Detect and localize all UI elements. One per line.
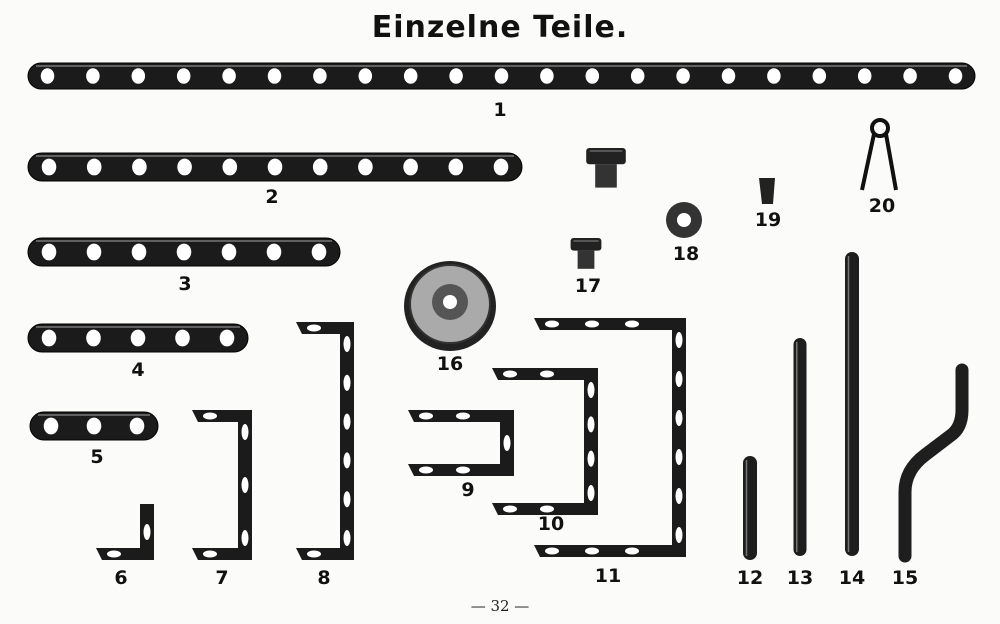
screw-part-top: [586, 148, 626, 188]
strip-part-3: [27, 237, 341, 267]
part-label-8: 8: [317, 567, 330, 589]
part-label-9: 9: [461, 479, 474, 501]
part-label-14: 14: [839, 567, 865, 589]
tweezers-part-20: [860, 118, 898, 191]
part-label-1: 1: [493, 99, 506, 121]
part-label-12: 12: [737, 567, 763, 589]
part-label-6: 6: [114, 567, 127, 589]
part-label-19: 19: [755, 209, 781, 231]
rod-part-13: [793, 338, 807, 556]
part-label-18: 18: [673, 243, 699, 265]
part-label-13: 13: [787, 567, 813, 589]
part-label-11: 11: [595, 565, 621, 587]
screw-part-17: [570, 238, 602, 269]
part-label-17: 17: [575, 275, 601, 297]
part-label-10: 10: [538, 513, 564, 535]
strip-part-5: [29, 411, 159, 441]
part-label-15: 15: [892, 567, 918, 589]
angle-bracket-part-10: [492, 368, 598, 515]
part-label-2: 2: [265, 186, 278, 208]
pulley-wheel-part-16: [404, 261, 496, 351]
angle-bracket-part-8: [296, 322, 354, 560]
part-label-20: 20: [869, 195, 895, 217]
strip-part-4: [27, 323, 249, 353]
bent-rod-part-15: [898, 363, 969, 563]
part-label-4: 4: [131, 359, 144, 381]
rod-part-14: [845, 252, 859, 556]
angle-bracket-part-7: [192, 410, 252, 560]
key-part-19: [759, 178, 775, 204]
angle-bracket-part-6: [96, 504, 154, 560]
part-label-7: 7: [215, 567, 228, 589]
strip-part-1: [27, 62, 976, 90]
angle-bracket-part-11: [534, 318, 686, 557]
page-title: Einzelne Teile.: [371, 10, 629, 45]
angle-bracket-part-9: [408, 410, 514, 476]
rod-part-12: [743, 456, 757, 560]
washer-part-18: [666, 202, 702, 238]
part-label-3: 3: [178, 273, 191, 295]
part-label-16: 16: [437, 353, 463, 375]
part-label-5: 5: [90, 446, 103, 468]
strip-part-2: [27, 152, 523, 182]
page-number: — 32 —: [470, 597, 530, 615]
